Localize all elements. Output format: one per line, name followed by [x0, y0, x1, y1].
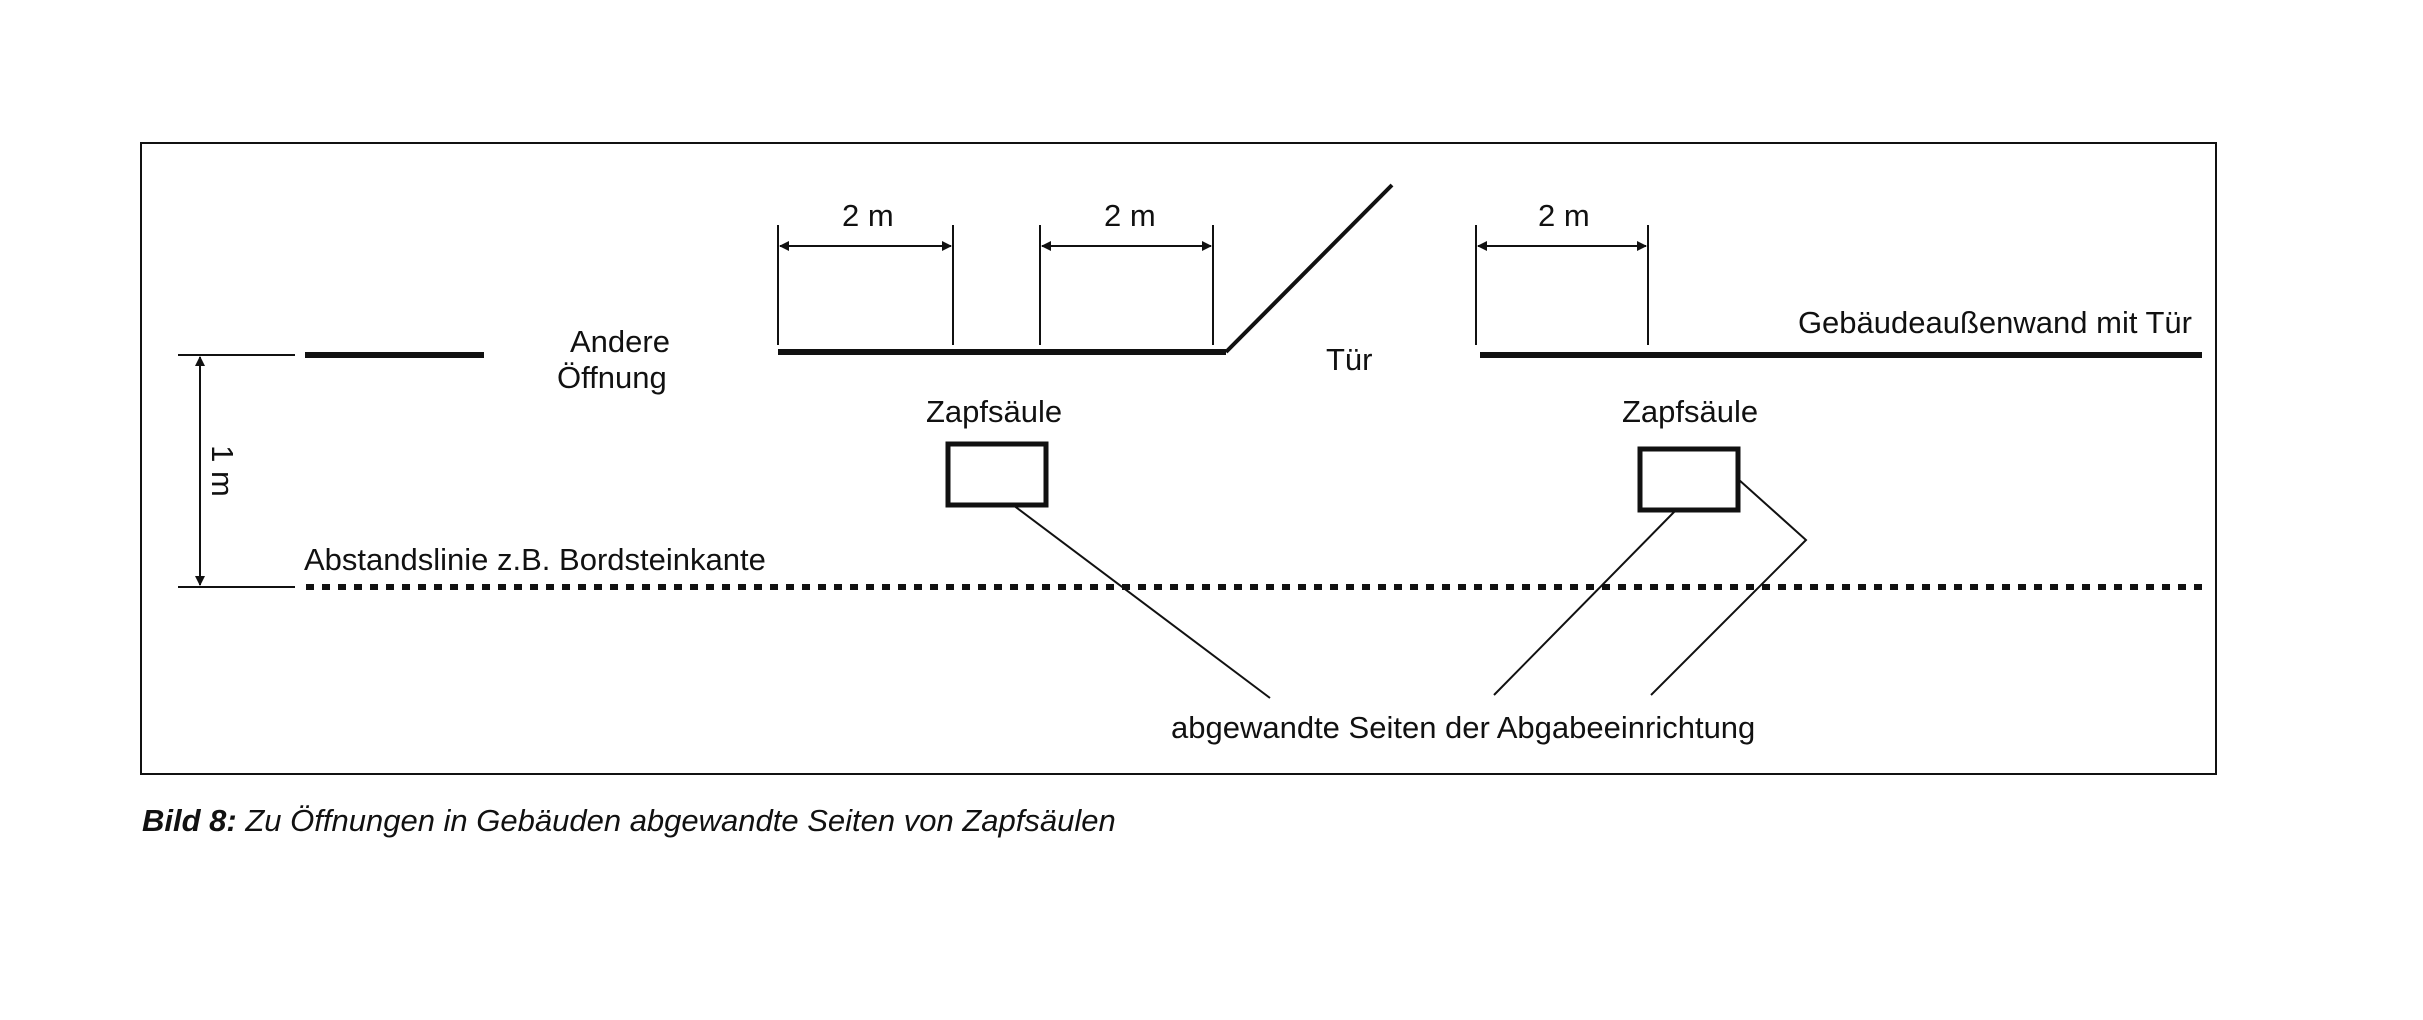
- label-andere: Andere: [570, 324, 670, 359]
- label-distance-line: Abstandslinie z.B. Bordsteinkante: [304, 542, 766, 577]
- dispenser-right-box: [1637, 446, 1741, 513]
- label-oeffnung: Öffnung: [557, 360, 667, 395]
- caption-text: Zu Öffnungen in Gebäuden abgewandte Seit…: [245, 803, 1116, 838]
- dimension-label-1: 2 m: [842, 198, 894, 233]
- figure-frame: [140, 142, 2217, 775]
- label-door: Tür: [1326, 342, 1373, 377]
- dispenser-left-box: [945, 441, 1049, 508]
- leader-right-1: [1493, 509, 1677, 696]
- dimension-label-2: 2 m: [1104, 198, 1156, 233]
- label-averted-sides: abgewandte Seiten der Abgabeeinrichtung: [1171, 710, 1755, 745]
- label-dispenser-left: Zapfsäule: [926, 394, 1062, 429]
- leader-left: [1012, 504, 1271, 699]
- caption-number: Bild 8:: [142, 803, 237, 838]
- dimension-label-3: 2 m: [1538, 198, 1590, 233]
- label-dispenser-right: Zapfsäule: [1622, 394, 1758, 429]
- door-leaf: [1224, 183, 1394, 354]
- figure-caption: Bild 8: Zu Öffnungen in Gebäuden abgewan…: [142, 803, 1116, 839]
- vertical-dimension-label: 1 m: [205, 445, 240, 497]
- leader-right-2: [1650, 478, 1808, 696]
- label-wall: Gebäudeaußenwand mit Tür: [1798, 305, 2192, 340]
